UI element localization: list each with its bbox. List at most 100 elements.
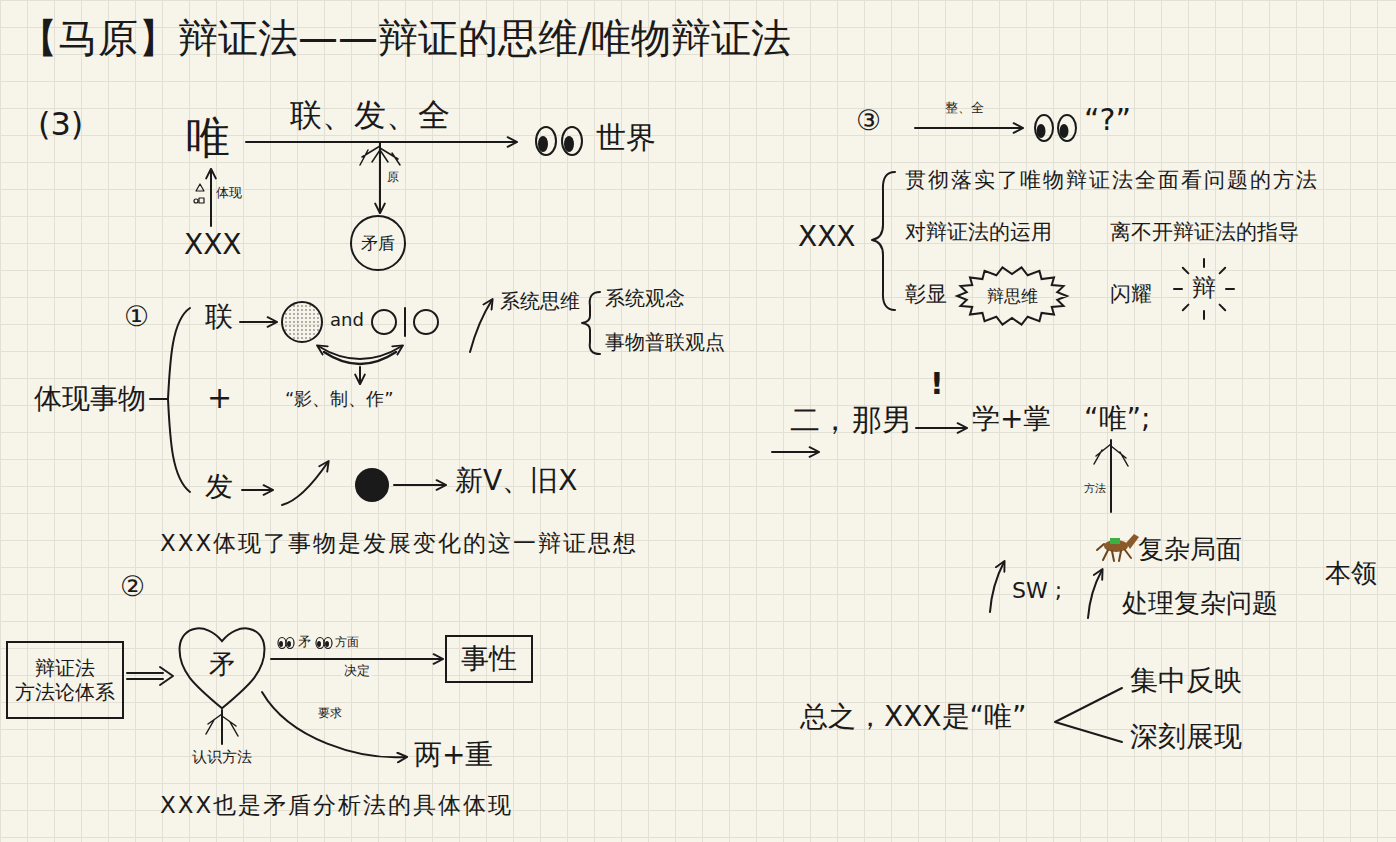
node-text: 矛盾 bbox=[361, 233, 395, 253]
sketch-art bbox=[150, 115, 1234, 757]
arrow bbox=[242, 489, 272, 491]
root-symbol bbox=[379, 143, 381, 212]
method-box: 辩证法 方法论体系 bbox=[6, 641, 124, 719]
connector-word: and bbox=[330, 309, 364, 331]
exclamation-mark: ! bbox=[930, 366, 944, 402]
two-circles bbox=[372, 308, 438, 336]
eyes-icon bbox=[325, 641, 329, 647]
arrow bbox=[282, 462, 328, 505]
starburst-outline bbox=[957, 267, 1067, 324]
result-box: 事性 bbox=[445, 635, 533, 683]
summary-sentence: XXX也是矛盾分析法的具体体现 bbox=[160, 792, 513, 820]
up-curve-arrow bbox=[990, 562, 1102, 618]
list-item: 彰显 bbox=[905, 282, 947, 307]
heart-shape: 矛 bbox=[176, 619, 268, 711]
list-item: 集中反映 bbox=[1130, 664, 1242, 698]
small-note: 体现 bbox=[216, 185, 242, 201]
interaction-arrow bbox=[324, 352, 396, 364]
list-item: 闪耀 bbox=[1110, 282, 1152, 307]
node-text: 辩思维 bbox=[987, 286, 1038, 306]
key-points: 联、发、全 bbox=[290, 96, 450, 134]
curve-arrow bbox=[262, 692, 406, 757]
eyes-icon bbox=[1037, 124, 1046, 138]
list-item: 深刻展现 bbox=[1130, 720, 1242, 754]
sparkle-rays bbox=[1174, 259, 1234, 319]
eyes-icon bbox=[536, 127, 556, 155]
eyes-icon bbox=[536, 127, 582, 155]
interaction-arrow bbox=[318, 346, 402, 383]
list-item: 对辩证法的运用 bbox=[905, 220, 1052, 245]
eyes-icon bbox=[279, 641, 283, 647]
arrow bbox=[772, 451, 818, 453]
summary-sentence: XXX体现了事物是发展变化的这一辩证思想 bbox=[160, 530, 638, 558]
double-arrow bbox=[127, 667, 173, 685]
root-symbol bbox=[1094, 440, 1128, 512]
list-item: 事物普联观点 bbox=[605, 330, 725, 354]
black-dot bbox=[356, 469, 388, 501]
small-note: 整、全 bbox=[945, 100, 984, 116]
arrow-head bbox=[160, 667, 173, 685]
two-circles bbox=[404, 308, 406, 336]
contradiction-circle: 矛盾 bbox=[350, 215, 406, 271]
note-text: 两+重 bbox=[414, 738, 493, 772]
page-title: 【马原】辩证法——辩证的思维/唯物辩证法 bbox=[18, 14, 791, 62]
main-arrow bbox=[246, 141, 516, 143]
callout-number: ③ bbox=[856, 104, 881, 138]
arrow bbox=[916, 427, 966, 429]
bracket bbox=[150, 308, 190, 492]
placeholder: XXX bbox=[184, 228, 242, 262]
node-text: 矛 bbox=[209, 649, 235, 680]
horse-icon bbox=[1097, 534, 1139, 561]
heart-outline bbox=[180, 628, 265, 708]
eyes-icon bbox=[287, 641, 291, 647]
fork-lines bbox=[1055, 688, 1122, 742]
small-note: 认识方法 bbox=[192, 748, 252, 766]
list-item: 离不开辩证法的指导 bbox=[1110, 220, 1299, 245]
note-text: 本领 bbox=[1325, 558, 1377, 589]
question-mark: “?” bbox=[1084, 102, 1131, 138]
note-text: 新V、旧X bbox=[455, 464, 577, 498]
up-arrow bbox=[210, 170, 212, 226]
eyes-icon bbox=[538, 136, 548, 152]
section-heading: 二， bbox=[790, 402, 850, 438]
arrow bbox=[394, 484, 445, 486]
note-text: 学+掌 bbox=[972, 402, 1051, 436]
dotted-circle bbox=[282, 302, 322, 342]
root-symbol bbox=[1110, 440, 1112, 512]
key-word: 唯 bbox=[186, 112, 230, 165]
plus-sign: + bbox=[207, 380, 232, 416]
black-dot bbox=[356, 469, 388, 501]
key-phrase: 体现事物 bbox=[34, 382, 146, 416]
root-symbol bbox=[206, 714, 238, 736]
callout-number: ② bbox=[120, 570, 145, 604]
up-curve-arrow bbox=[470, 300, 492, 352]
small-note: 方面 bbox=[335, 635, 359, 649]
curve-arrow bbox=[262, 692, 406, 757]
shapes-icon bbox=[194, 199, 198, 203]
bracket bbox=[150, 308, 190, 492]
starburst-badge: 辩思维 bbox=[956, 266, 1068, 326]
up-curve-arrow bbox=[990, 562, 1004, 612]
determine-arrow bbox=[271, 658, 442, 660]
eyes-icon bbox=[324, 638, 332, 649]
root-symbol bbox=[206, 710, 238, 744]
small-note: 要求 bbox=[318, 706, 342, 720]
root-symbol bbox=[1094, 444, 1128, 466]
arrow bbox=[915, 127, 1022, 129]
eyes-icon bbox=[1058, 115, 1076, 141]
eyes-icon bbox=[278, 638, 286, 649]
up-curve-arrow bbox=[470, 300, 492, 352]
node-text: 辩证法 方法论体系 bbox=[14, 656, 116, 704]
small-note: 方法 bbox=[1084, 482, 1106, 495]
list-item: 系统观念 bbox=[605, 286, 685, 310]
key-word: 发 bbox=[205, 470, 233, 504]
node-text: 事性 bbox=[461, 642, 517, 676]
fork-lines bbox=[1055, 688, 1122, 742]
small-note: 矛 bbox=[298, 634, 311, 650]
determine-arrow bbox=[271, 658, 442, 660]
section-number: (3) bbox=[38, 105, 83, 143]
brace bbox=[582, 292, 600, 354]
shapes-icon bbox=[194, 184, 204, 203]
brace bbox=[582, 292, 600, 354]
